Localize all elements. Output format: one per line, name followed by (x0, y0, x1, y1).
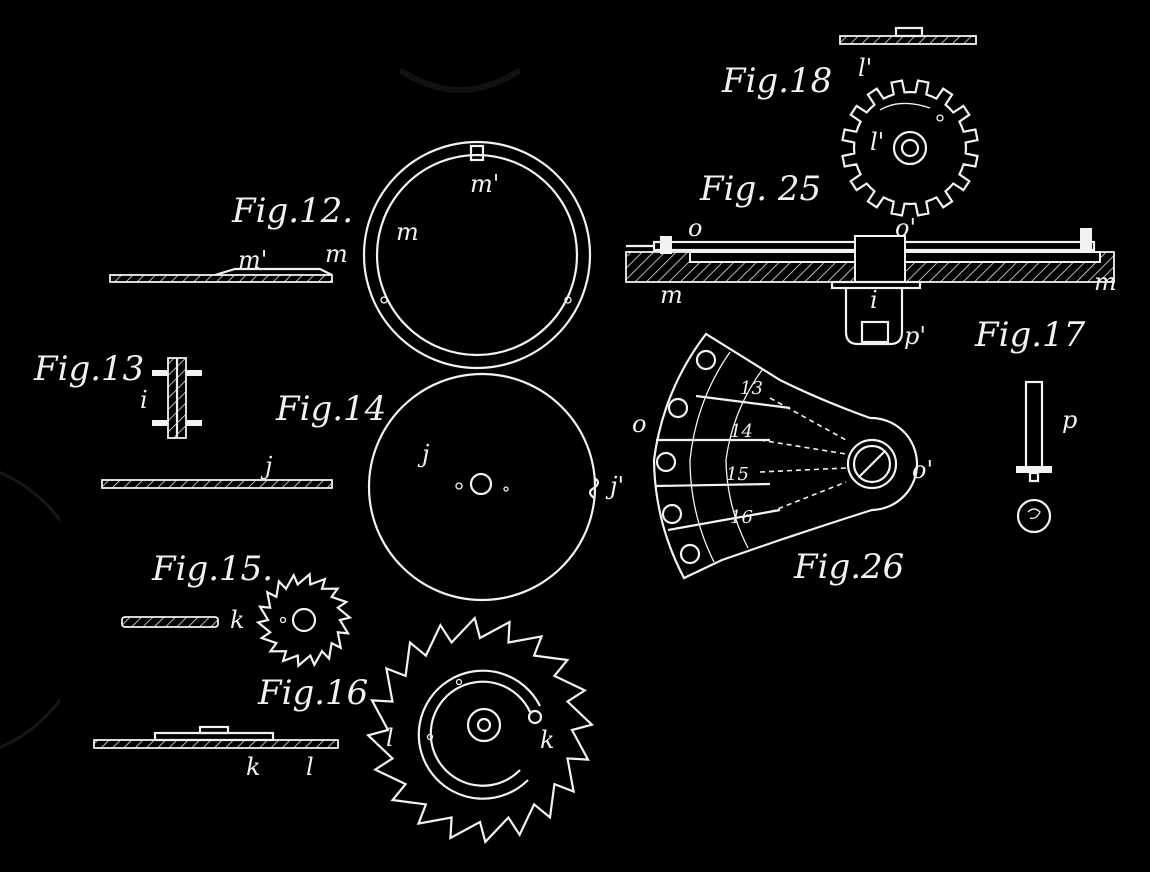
fig-26-label-o: o (632, 410, 646, 438)
fig-16-label-k-side: k (246, 753, 261, 781)
fig-25-section (625, 228, 1115, 346)
fig-18-title: Fig.18 (721, 61, 832, 101)
fig-26-label-o-prime: o' (912, 456, 933, 484)
fig-12-label-m-prime-side: m' (238, 246, 267, 274)
fig-14-label-j-side: j (260, 452, 273, 480)
fig-17-title: Fig.17 (974, 315, 1086, 355)
fig-13: Fig.13 i (33, 349, 202, 439)
fig-25-label-o: o (688, 214, 702, 242)
fig-12-label-m-side: m (325, 240, 348, 268)
fig-12: Fig.12. m' m m' m (109, 140, 592, 370)
fig-18-label-l-prime: l' (870, 128, 884, 156)
fig-16-label-l-side: l (306, 753, 314, 781)
fig-26-scale-14: 14 (730, 421, 753, 442)
fig-16: Fig.16 k l l k (93, 615, 595, 845)
fig-15: Fig.15. k (121, 549, 353, 668)
fig-12-ring (362, 140, 592, 370)
fig-25-label-m-right: m (1094, 268, 1117, 296)
fig-14-label-j: j (417, 440, 430, 468)
fig-15-title: Fig.15. (151, 549, 273, 589)
fig-26-sector-plate (652, 332, 919, 580)
fig-25-label-o-prime: o' (895, 214, 916, 242)
fig-15-ratchet (255, 572, 353, 668)
fig-26-scale-16: 16 (730, 507, 753, 528)
fig-18: Fig.18 l' l' (721, 26, 979, 217)
fig-25-label-m-left: m (660, 281, 683, 309)
fig-18-side-view (839, 26, 977, 45)
fig-14-side-view (101, 479, 333, 489)
fig-13-pin (152, 357, 202, 439)
fig-13-label-i: i (140, 386, 148, 414)
fig-18-label-l-prime-side: l' (858, 54, 872, 82)
fig-25: Fig. 25 o o' m m i p' (625, 169, 1117, 350)
fig-14-disc (367, 372, 600, 602)
fig-16-label-l: l (386, 724, 394, 752)
fig-17-label-p: p (1062, 406, 1077, 434)
fig-15-label-k: k (230, 606, 245, 634)
fig-12-side-view (109, 267, 333, 283)
fig-12-title: Fig.12. (231, 191, 353, 231)
fig-16-title: Fig.16 (257, 673, 368, 713)
fig-12-label-m-prime: m' (470, 170, 499, 198)
fig-25-label-p-prime: p' (904, 322, 926, 350)
fig-16-side-view (93, 725, 339, 749)
fig-15-side-view (121, 616, 219, 628)
fig-26-scale-15: 15 (726, 464, 749, 485)
fig-25-label-i: i (870, 286, 878, 314)
fig-13-title: Fig.13 (33, 349, 144, 389)
fig-12-label-m: m (396, 218, 419, 246)
fig-25-title: Fig. 25 (699, 169, 821, 209)
fig-26-title: Fig.26 (793, 547, 904, 587)
fig-17: Fig.17 p (974, 315, 1086, 534)
fig-18-gear (841, 79, 979, 217)
fig-16-ratchet-wheel (365, 615, 595, 845)
fig-14-label-j-prime: j' (605, 472, 624, 500)
fig-26-scale-13: 13 (740, 378, 763, 399)
fig-17-pin (1016, 380, 1052, 534)
background-artifacts (0, 67, 522, 750)
fig-26: Fig.26 13 (632, 332, 933, 587)
fig-14-title: Fig.14 (275, 389, 386, 429)
fig-16-label-k: k (540, 726, 555, 754)
